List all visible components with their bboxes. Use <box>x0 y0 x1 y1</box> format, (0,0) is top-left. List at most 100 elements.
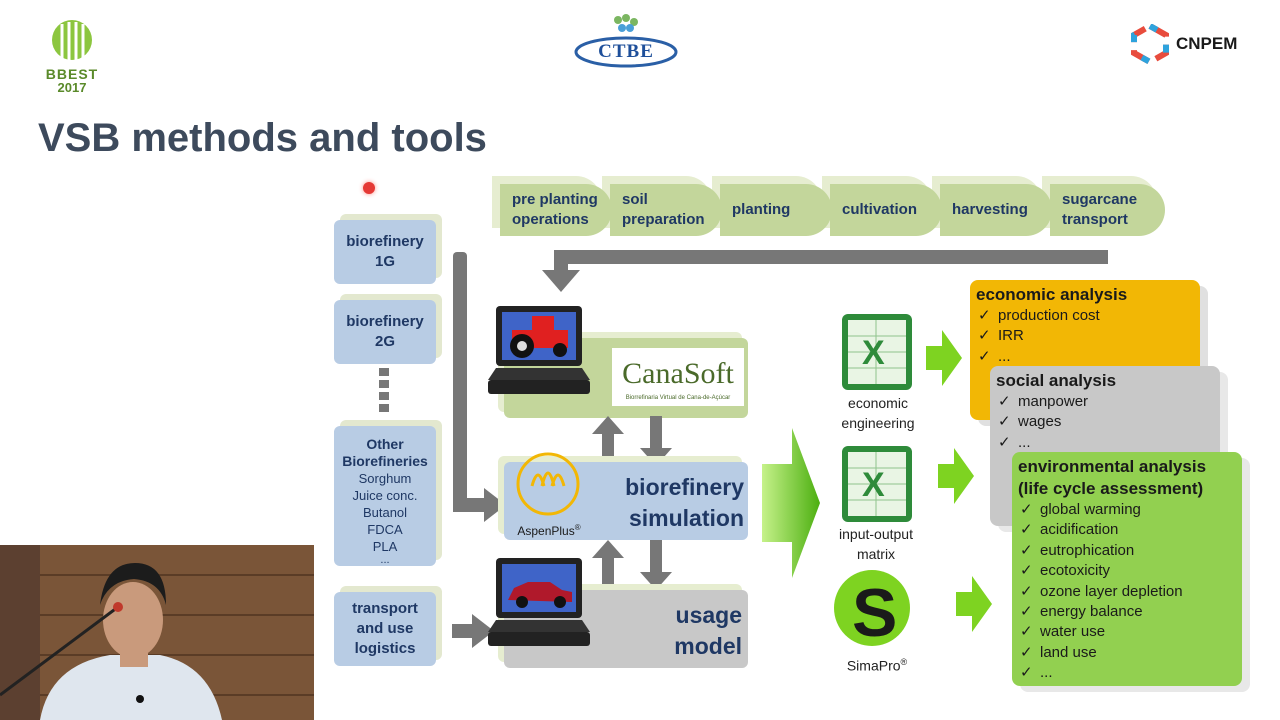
list-item: ✓energy balance <box>1020 602 1236 622</box>
bbest-logo-year: 2017 <box>57 80 87 95</box>
step-label: harvesting <box>952 201 1028 218</box>
aspenplus-label: AspenPlus <box>517 524 575 538</box>
presenter-figure <box>0 545 314 720</box>
economic-item: production cost <box>998 307 1100 324</box>
bbest-emblem-icon <box>52 20 92 60</box>
biorefinery-1g-box: biorefinery 1G <box>334 220 436 284</box>
check-icon: ✓ <box>1020 623 1033 641</box>
social-item: manpower <box>1018 393 1089 410</box>
step-label: soil preparation <box>622 191 705 228</box>
check-icon: ✓ <box>1020 643 1033 661</box>
check-icon: ✓ <box>998 413 1011 431</box>
env-item: land use <box>1040 643 1097 661</box>
small-right-arrow-icon <box>938 448 974 504</box>
down-arrow-icon <box>640 540 672 590</box>
check-icon: ✓ <box>1020 664 1033 682</box>
down-arrow-icon <box>542 270 580 292</box>
transport-arrow-shaft <box>452 624 474 638</box>
check-icon: ✓ <box>978 327 991 345</box>
laptop-tractor-icon <box>488 306 590 394</box>
step-label: sugarcane transport <box>1062 191 1138 228</box>
check-icon: ✓ <box>998 433 1011 451</box>
down-arrow-icon <box>640 416 672 466</box>
other-item: Juice conc. <box>352 488 418 503</box>
aspen-icon <box>516 452 580 516</box>
economic-engineering-label: economic engineering <box>841 395 915 431</box>
simapro-logo: S <box>830 566 914 651</box>
aspenplus-text: AspenPlus® <box>508 523 590 538</box>
big-right-arrow-icon <box>762 428 820 578</box>
social-analysis-title: social analysis <box>996 371 1117 390</box>
step-harvesting: harvesting <box>940 184 1052 236</box>
check-icon: ✓ <box>1020 521 1033 539</box>
env-item: water use <box>1040 623 1106 641</box>
page-title: VSB methods and tools <box>38 116 487 160</box>
other-item: FDCA <box>367 522 403 537</box>
economic-analysis-title: economic analysis <box>976 285 1128 304</box>
economic-item: IRR <box>998 327 1024 345</box>
list-item: ✓ production cost <box>978 306 1194 326</box>
other-item: PLA <box>372 539 398 554</box>
svg-text:X: X <box>862 334 885 372</box>
aspenplus-reg: ® <box>574 523 581 532</box>
env-item: global warming <box>1040 501 1141 518</box>
excel-icon-io: X <box>840 444 914 524</box>
ctbe-logo: CTBE <box>574 14 678 68</box>
check-icon: ✓ <box>1020 562 1033 580</box>
up-arrow-icon <box>592 416 624 466</box>
canasoft-name: CanaSoft <box>622 357 734 390</box>
list-item: ✓ IRR <box>978 326 1194 346</box>
vertical-dots <box>379 368 389 412</box>
cnpem-emblem-icon <box>1131 22 1169 66</box>
list-item: ✓ water use <box>1020 622 1236 642</box>
transport-logistics-label: transport and use logistics <box>352 600 418 657</box>
simulation-label: biorefinery simulation <box>625 474 744 531</box>
env-item: ecotoxicity <box>1040 562 1111 580</box>
other-biorefineries-title: Other Biorefineries <box>342 436 428 469</box>
other-item: ... <box>380 554 390 566</box>
social-item: ... <box>1018 433 1031 451</box>
biorefinery-1g-label: biorefinery 1G <box>346 233 424 270</box>
social-item: wages <box>1018 413 1062 431</box>
canasoft-logo: CanaSoft Biorrefinaria Virtual de Cana-d… <box>612 348 744 406</box>
ctbe-emblem-icon <box>574 14 678 68</box>
right-arrow-icon <box>472 614 494 648</box>
step-pre-planting: pre planting operations <box>500 184 612 236</box>
simapro-text: SimaPro® <box>832 652 922 676</box>
list-item: ✓global warming <box>1020 500 1236 520</box>
list-item: ✓... <box>978 347 1194 367</box>
biorefinery-2g-box: biorefinery 2G <box>334 300 436 364</box>
svg-text:S: S <box>852 575 897 650</box>
list-item: ✓... <box>1020 663 1236 683</box>
small-right-arrow-icon <box>926 330 962 386</box>
list-item: ✓manpower <box>998 392 1214 412</box>
presenter-video <box>0 545 314 720</box>
biorefinery-feed-line <box>453 252 467 510</box>
list-item: ✓ land use <box>1020 643 1236 663</box>
economic-item: ... <box>998 347 1011 365</box>
check-icon: ✓ <box>978 307 991 324</box>
svg-text:X: X <box>862 466 885 504</box>
check-icon: ✓ <box>978 347 991 365</box>
input-output-label: input-output matrix <box>839 526 913 562</box>
return-arrow-horizontal <box>554 250 1108 264</box>
ctbe-logo-text: CTBE <box>598 41 654 62</box>
list-item: ✓ wages <box>998 412 1214 432</box>
list-item: ✓eutrophication <box>1020 541 1236 561</box>
up-arrow-icon <box>592 540 624 590</box>
other-item: Sorghum <box>358 471 412 486</box>
laser-pointer-dot <box>363 182 375 194</box>
step-cultivation: cultivation <box>830 184 942 236</box>
spreadsheet-icon: X <box>842 314 912 390</box>
check-icon: ✓ <box>1020 582 1033 600</box>
step-soil-preparation: soil preparation <box>610 184 722 236</box>
right-arrow-icon <box>484 488 506 522</box>
env-item: ozone layer depletion <box>1040 582 1183 600</box>
env-item: eutrophication <box>1040 541 1135 559</box>
list-item: ✓... <box>998 433 1214 453</box>
laptop-car-icon <box>488 558 590 646</box>
simapro-reg: ® <box>900 657 908 667</box>
check-icon: ✓ <box>1020 603 1033 621</box>
biorefinery-2g-label: biorefinery 2G <box>346 313 424 350</box>
simapro-label: SimaPro <box>846 657 901 674</box>
